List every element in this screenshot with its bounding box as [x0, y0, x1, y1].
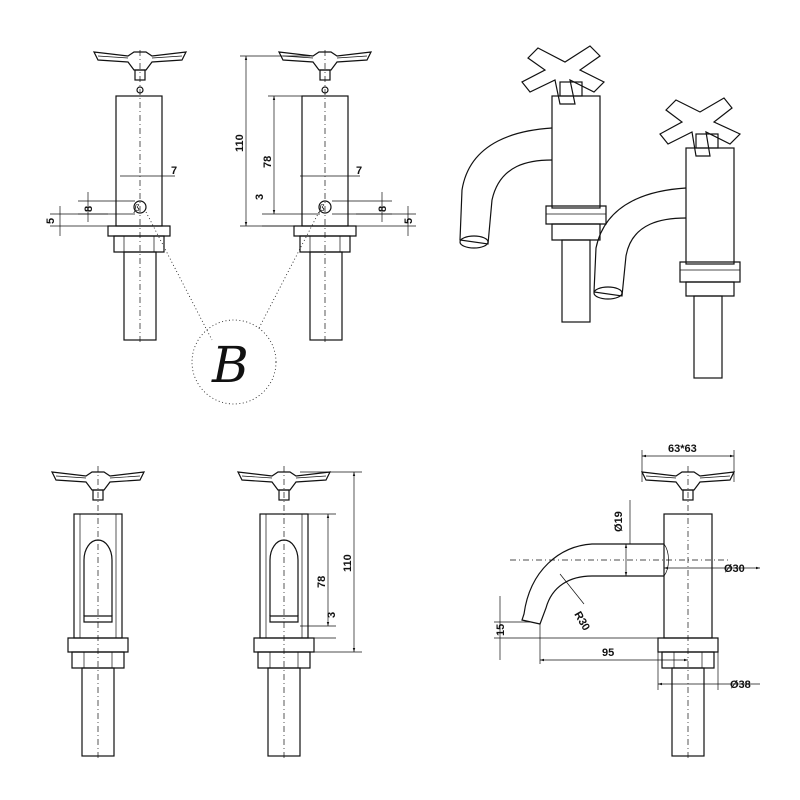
svg-text:ß: ß — [133, 204, 140, 214]
dim-section-110: 110 — [342, 554, 354, 572]
dim-right-5: 5 — [403, 218, 415, 224]
dim-right-8: 8 — [377, 206, 389, 212]
front-view-left-tap: ß 7 8 5 — [45, 50, 187, 345]
dim-spout-19: Ø19 — [613, 511, 625, 532]
svg-text:ß: ß — [318, 204, 325, 214]
dim-section-3: 3 — [326, 612, 338, 618]
logo-letter: B — [211, 336, 249, 394]
dim-right-7: 7 — [356, 165, 362, 177]
dim-left-8: 8 — [83, 206, 95, 212]
dim-height-15: 15 — [495, 624, 507, 636]
dim-section-78: 78 — [316, 576, 328, 588]
dim-right-78: 78 — [262, 156, 274, 168]
dim-right-3: 3 — [254, 194, 266, 200]
dim-left-5: 5 — [45, 218, 57, 224]
dim-left-7: 7 — [171, 165, 177, 177]
logo-detail: B — [145, 211, 320, 405]
dim-right-110: 110 — [234, 134, 246, 152]
perspective-tap-back — [459, 45, 607, 323]
dim-handle-63: 63*63 — [668, 443, 697, 455]
dim-reach-95: 95 — [602, 647, 614, 659]
side-view: 63*63 Ø19 Ø30 R30 15 95 Ø38 — [494, 443, 760, 760]
section-view-left — [51, 466, 145, 760]
section-view-right: 110 78 3 — [237, 466, 362, 760]
dim-base-38: Ø38 — [730, 679, 751, 691]
front-view-right-tap: ß 110 78 3 7 8 5 — [234, 50, 416, 345]
perspective-tap-front — [593, 97, 742, 379]
dim-body-30: Ø30 — [724, 563, 745, 575]
dim-radius-30: R30 — [571, 610, 591, 633]
